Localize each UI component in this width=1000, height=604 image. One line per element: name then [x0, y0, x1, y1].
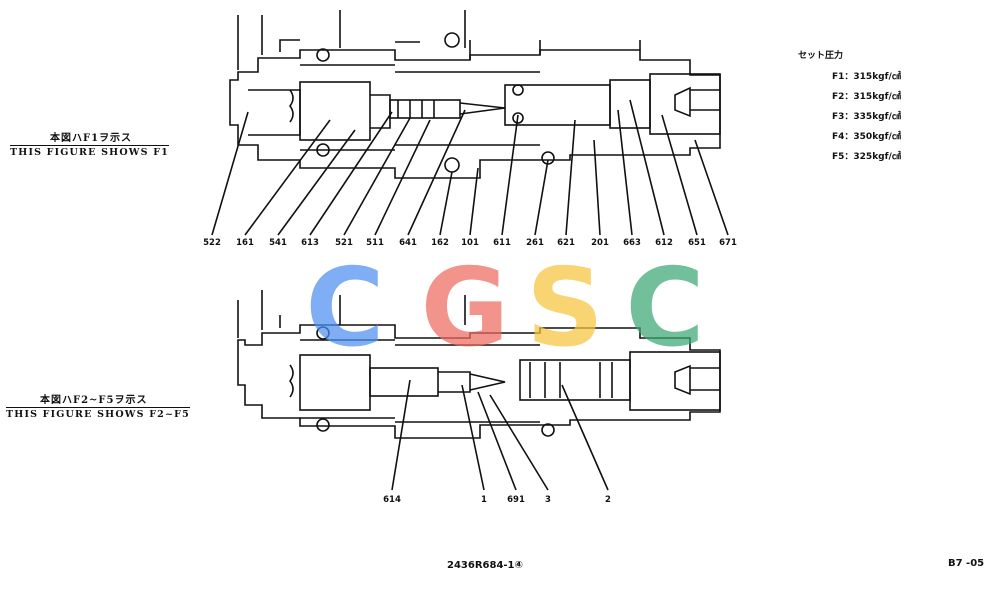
part-label: 691 — [507, 495, 525, 505]
part-label: 201 — [591, 238, 609, 248]
part-label: 641 — [399, 238, 417, 248]
set-pressure-table: セット圧力 F1：315kgf/㎠ F2：315kgf/㎠ F3：335kgf/… — [798, 48, 901, 169]
pressure-row: F1：315kgf/㎠ — [832, 72, 901, 82]
page-number: B7 -05 — [948, 558, 985, 569]
caption-bottom: 本図ハF2~F5ヲ示ス THIS FIGURE SHOWS F2~F5 — [6, 394, 190, 421]
watermark-letter: C — [625, 246, 704, 371]
part-label: 614 — [383, 495, 401, 505]
drawing-number: 2436R684-1④ — [447, 560, 523, 571]
part-label: 161 — [236, 238, 254, 248]
caption-top-en: THIS FIGURE SHOWS F1 — [10, 145, 169, 158]
pressure-row: F5：325kgf/㎠ — [832, 152, 901, 162]
pressure-row: F3：335kgf/㎠ — [832, 112, 901, 122]
part-label: 663 — [623, 238, 641, 248]
part-label: 511 — [366, 238, 384, 248]
part-label: 1 — [481, 495, 487, 505]
part-label: 521 — [335, 238, 353, 248]
pressure-row: F4：350kgf/㎠ — [832, 132, 901, 142]
caption-bottom-ja: 本図ハF2~F5ヲ示ス — [40, 395, 148, 406]
part-label: 541 — [269, 238, 287, 248]
watermark-letter: C — [305, 246, 384, 371]
part-label: 651 — [688, 238, 706, 248]
part-label: 3 — [545, 495, 551, 505]
part-label: 613 — [301, 238, 319, 248]
part-label: 522 — [203, 238, 221, 248]
part-label: 671 — [719, 238, 737, 248]
caption-bottom-en: THIS FIGURE SHOWS F2~F5 — [6, 407, 190, 420]
caption-top: 本図ハF1ヲ示ス THIS FIGURE SHOWS F1 — [10, 132, 169, 159]
part-label: 101 — [461, 238, 479, 248]
part-label: 621 — [557, 238, 575, 248]
set-pressure-heading: セット圧力 — [798, 51, 844, 61]
caption-top-ja: 本図ハF1ヲ示ス — [50, 133, 133, 144]
part-label: 261 — [526, 238, 544, 248]
part-label: 2 — [605, 495, 611, 505]
part-label: 162 — [431, 238, 449, 248]
watermark-letter: S — [526, 246, 604, 371]
part-label: 612 — [655, 238, 673, 248]
pressure-row: F2：315kgf/㎠ — [832, 92, 901, 102]
watermark-letter: G — [421, 246, 510, 371]
part-label: 611 — [493, 238, 511, 248]
